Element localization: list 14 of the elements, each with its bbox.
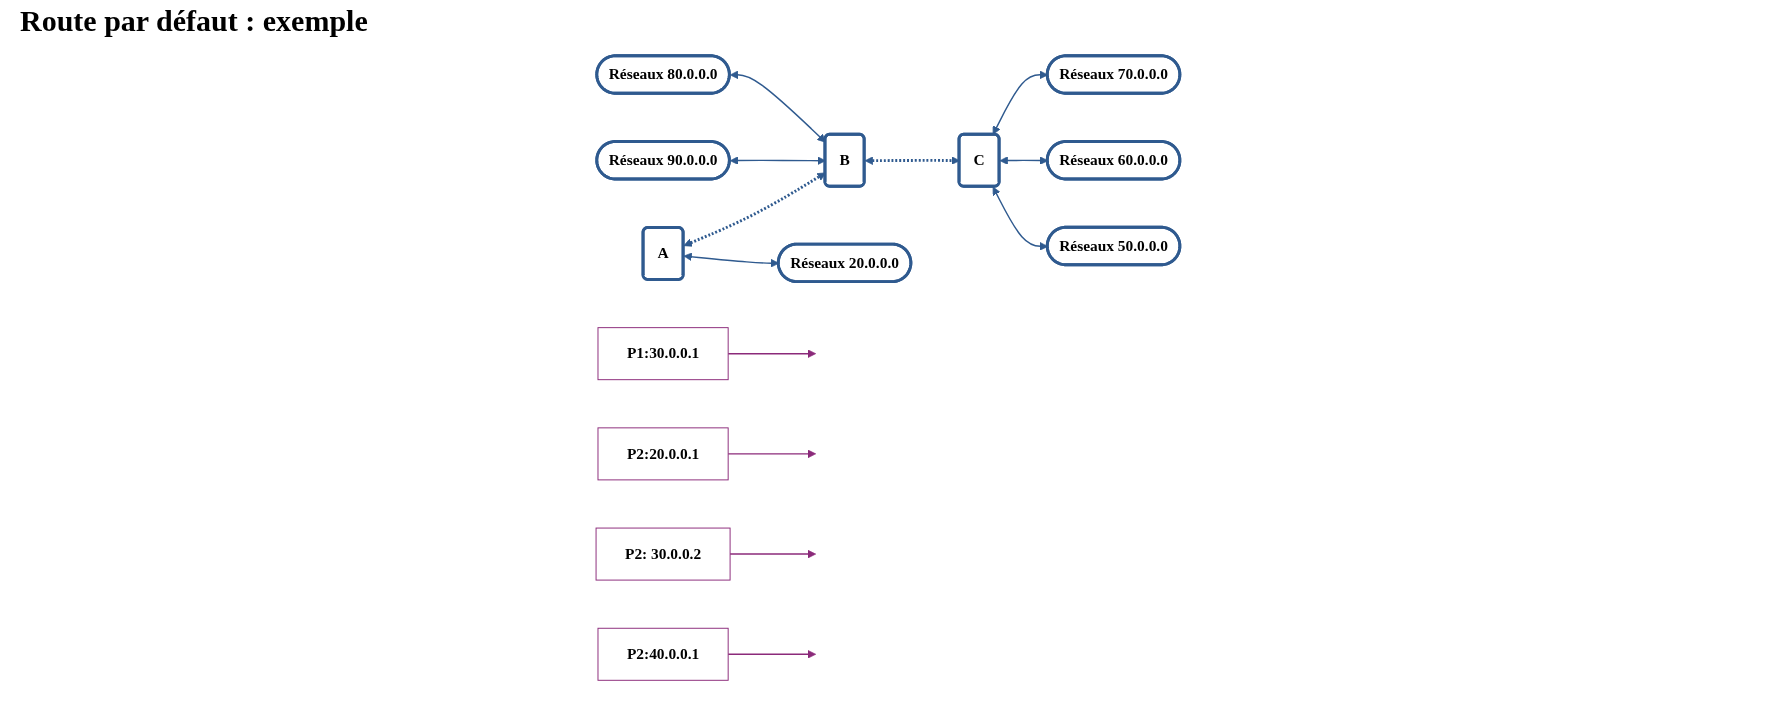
arrow <box>992 186 1048 251</box>
arrow <box>728 549 816 559</box>
node-box: P2:20.0.0.1 <box>597 427 729 481</box>
arrow <box>992 70 1048 135</box>
arrow <box>729 70 826 143</box>
arrow <box>727 650 816 659</box>
arrow <box>727 449 816 459</box>
node-box: P1:30.0.0.1 <box>597 327 729 381</box>
arrow <box>999 156 1048 165</box>
node-box: P2: 30.0.0.2 <box>595 527 731 581</box>
diagram-title: Route par défaut : exemple <box>20 4 369 39</box>
arrow <box>727 349 816 358</box>
arrow <box>683 252 779 268</box>
node-box: P2:40.0.0.1 <box>597 627 729 681</box>
